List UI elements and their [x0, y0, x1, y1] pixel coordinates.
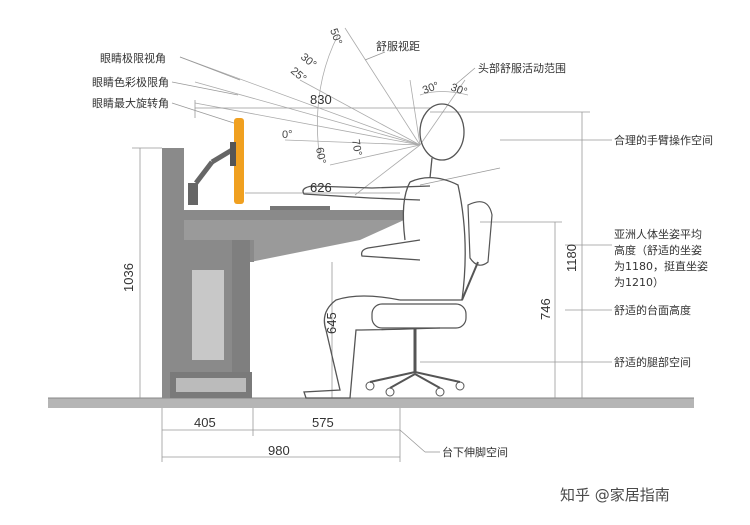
label-asian-height-4: 为1210） [614, 276, 664, 289]
angle-50: 50° [327, 27, 344, 47]
angle-25: 25° [288, 65, 308, 85]
angle-60: 60° [313, 146, 328, 164]
dim-1036: 1036 [121, 263, 136, 292]
label-eye-max-rotation: 眼睛最大旋转角 [92, 96, 169, 110]
chair [365, 201, 493, 397]
dim-830: 830 [310, 92, 332, 107]
watermark: 知乎 @家居指南 [560, 486, 670, 504]
dim-980: 980 [268, 443, 290, 458]
desk [162, 148, 404, 398]
sight-lines [179, 27, 469, 196]
angle-30: 30° [298, 51, 318, 71]
label-asian-height-3: 为1180，挺直坐姿 [614, 259, 708, 273]
label-desk-height: 舒适的台面高度 [614, 303, 691, 317]
seated-person [302, 103, 466, 399]
dim-1180: 1180 [564, 244, 579, 272]
label-eye-view-limit: 眼睛极限视角 [100, 51, 166, 65]
dim-575: 575 [312, 415, 334, 430]
angle-0: 0° [282, 129, 293, 141]
dim-746: 746 [538, 298, 553, 320]
monitor [188, 118, 244, 205]
leader-lines [171, 51, 612, 453]
angle-30-head-left: 30° [421, 80, 441, 97]
dim-405: 405 [194, 415, 216, 430]
dim-626: 626 [310, 180, 332, 195]
dim-645: 645 [324, 312, 339, 334]
label-head-range: 头部舒服活动范围 [478, 61, 566, 75]
angle-70: 70° [349, 138, 364, 156]
floor [48, 398, 694, 408]
label-foot-space: 台下伸脚空间 [442, 445, 508, 459]
label-arm-space: 合理的手臂操作空间 [614, 133, 713, 147]
label-leg-space: 舒适的腿部空间 [614, 355, 691, 369]
label-asian-height-2: 高度（舒适的坐姿 [614, 243, 702, 257]
angle-30-head-right: 30° [449, 82, 469, 99]
keyboard [270, 206, 330, 210]
label-eye-color-limit: 眼睛色彩极限角 [92, 75, 169, 89]
label-asian-height-1: 亚洲人体坐姿平均 [614, 227, 702, 241]
label-comfort-sight: 舒服视距 [376, 39, 420, 53]
